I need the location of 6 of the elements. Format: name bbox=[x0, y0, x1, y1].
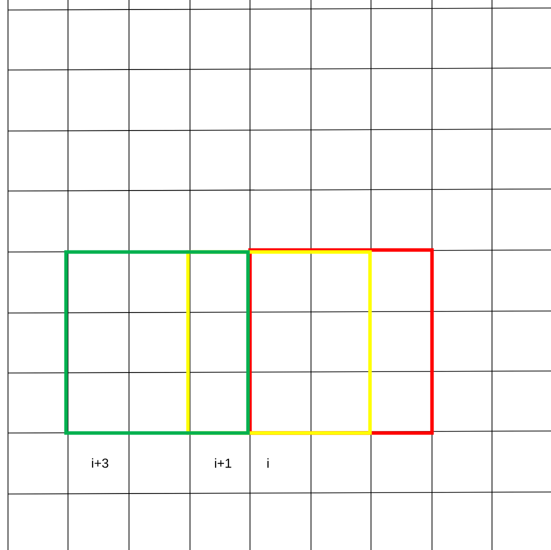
square-outline bbox=[64, 250, 250, 435]
index-label: i+3 bbox=[92, 458, 108, 468]
square-outline bbox=[248, 248, 434, 435]
index-label: i+1 bbox=[215, 458, 232, 468]
square-outline bbox=[186, 250, 372, 435]
index-label: i bbox=[267, 458, 269, 468]
